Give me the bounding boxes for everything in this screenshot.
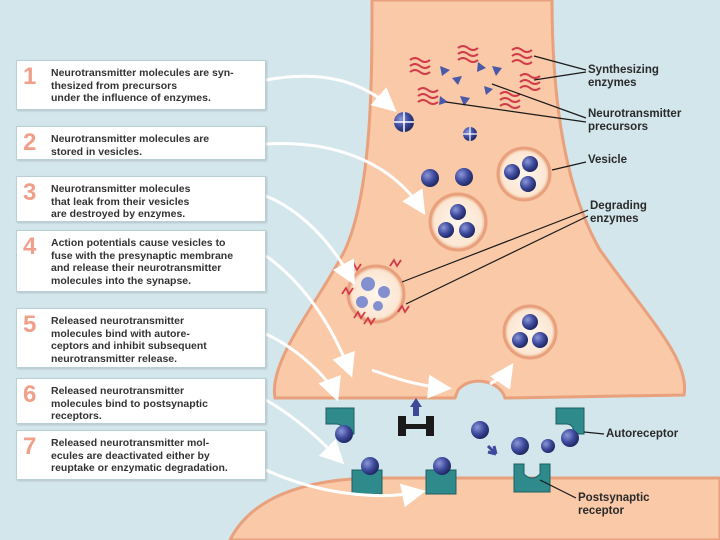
step-1-box: 1 Neurotransmitter molecules are syn- th…	[16, 60, 266, 110]
step-text: Released neurotransmitter molecules bind…	[51, 385, 208, 422]
step-text: Released neurotransmitter molecules bind…	[51, 315, 207, 365]
label-neurotransmitter-precursors: Neurotransmitter precursors	[588, 108, 682, 133]
step-2-box: 2 Neurotransmitter molecules are stored …	[16, 126, 266, 160]
label-degrading-enzymes: Degrading enzymes	[590, 200, 647, 225]
step-text: Released neurotransmitter mol- ecules ar…	[51, 437, 228, 474]
autoreceptor-icons	[325, 407, 585, 435]
step-number: 2	[23, 129, 37, 156]
vesicle-middle	[428, 192, 488, 252]
step-3-box: 3 Neurotransmitter molecules that leak f…	[16, 176, 266, 222]
free-molecules	[421, 168, 473, 187]
new-molecule	[394, 112, 477, 141]
step-5-box: 5 Released neurotransmitter molecules bi…	[16, 308, 266, 368]
synthesizing-enzyme-icons	[409, 45, 541, 109]
step-text: Neurotransmitter molecules that leak fro…	[51, 183, 191, 220]
step-4-box: 4 Action potentials cause vesicles to fu…	[16, 230, 266, 292]
postsynaptic-receptor-icons	[351, 463, 551, 495]
step-6-box: 6 Released neurotransmitter molecules bi…	[16, 378, 266, 424]
step-7-box: 7 Released neurotransmitter mol- ecules …	[16, 430, 266, 480]
vesicle-lower	[502, 304, 558, 360]
label-postsynaptic-receptor: Postsynaptic receptor	[578, 492, 650, 517]
step-number: 5	[23, 311, 37, 338]
vesicle-top	[496, 146, 552, 202]
label-synthesizing-enzymes: Synthesizing enzymes	[588, 64, 659, 89]
step-text: Action potentials cause vesicles to fuse…	[51, 237, 234, 287]
label-vesicle: Vesicle	[588, 154, 628, 166]
label-autoreceptor: Autoreceptor	[606, 428, 679, 440]
precursor-icons	[439, 62, 502, 106]
step-text: Neurotransmitter molecules are syn- thes…	[51, 67, 234, 104]
step-number: 1	[23, 63, 37, 90]
step-number: 4	[23, 233, 37, 260]
degrading-vesicle	[341, 258, 410, 326]
step-text: Neurotransmitter molecules are stored in…	[51, 133, 210, 158]
step-number: 3	[23, 179, 37, 206]
step-arrows	[265, 74, 514, 508]
step-number: 6	[23, 381, 37, 408]
label-leaders	[401, 55, 605, 499]
step-number: 7	[23, 433, 37, 460]
blocked-receptor-icon	[398, 398, 434, 436]
synaptic-molecules	[335, 421, 579, 475]
